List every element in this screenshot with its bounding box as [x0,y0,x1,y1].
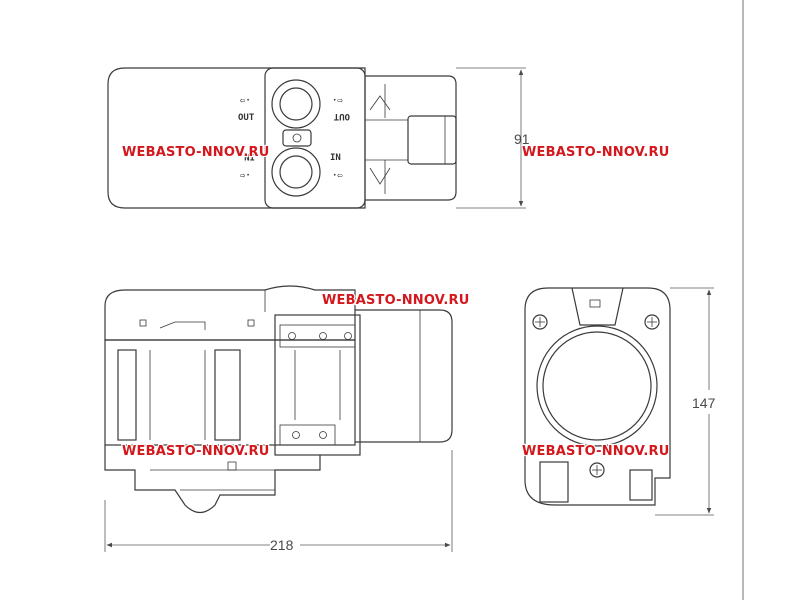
front-end-cylinder [355,309,453,443]
screw-icon [532,314,548,330]
port-clamp [282,129,312,147]
side-mark [589,299,601,308]
front-base [104,445,321,514]
bracket-bolt [344,332,352,340]
front-view: 218 WEBASTO-NNOV.RU WEBASTO-NNOV.RU [104,285,470,553]
arrow-glyph: ⇨· [240,171,251,181]
watermark: WEBASTO-NNOV.RU [122,145,269,160]
front-bracket-plate [279,424,336,446]
in-port-inner [279,155,313,189]
watermark: WEBASTO-NNOV.RU [522,444,669,459]
side-foot [629,469,653,501]
arrow-glyph: ·⇨ [332,96,343,106]
dim-label-218: 218 [270,537,294,553]
in-label-left: IN [244,151,255,161]
top-view-port-housing [264,67,366,209]
bracket-bolt [288,332,296,340]
top-view-end-cap [407,115,457,165]
front-rib [117,349,137,441]
arrow-glyph: ·⇦ [332,171,343,181]
side-foot [539,461,569,503]
screw-icon-slot [592,465,602,475]
side-connector [571,287,624,326]
watermark: WEBASTO-NNOV.RU [122,444,269,459]
front-main-shell [104,339,356,446]
in-label-right: IN [330,153,341,163]
watermark: WEBASTO-NNOV.RU [522,145,669,160]
bracket-bolt [292,431,300,439]
out-label-right: OUT [333,111,350,121]
side-body [524,287,671,506]
screw-icon-slot [535,317,545,327]
out-port-inner [279,87,313,121]
out-label-left: OUT [238,113,255,123]
clamp-screw [292,133,302,143]
side-opening [536,325,658,447]
dim-label-91: 91 [514,131,530,147]
top-view-body [107,67,366,209]
bracket-bolt [319,332,327,340]
dim-label-147: 147 [692,395,716,411]
out-port [271,79,321,129]
front-mark [139,319,147,327]
arrow-glyph: ⇦· [239,96,251,106]
side-opening-inner [542,331,652,441]
screw-icon [644,314,660,330]
top-view-fin [369,167,391,185]
side-view: 147 WEBASTO-NNOV.RU [521,287,716,516]
front-rib [214,349,241,441]
screw-icon-slot [647,317,657,327]
bracket-bolt [319,431,327,439]
in-port [271,147,321,197]
front-upper-body [104,285,356,341]
front-bracket-plate [279,324,356,348]
screw-icon [589,462,605,478]
front-mark [247,319,255,327]
front-line [159,321,206,330]
front-mark [227,461,237,471]
top-view: OUT OUT IN IN ⇦· ·⇨ ⇨· ·⇦ 91 WEBASTO-NNO… [107,67,670,209]
watermark: WEBASTO-NNOV.RU [322,293,469,308]
front-bracket [274,314,361,456]
top-view-fin [369,95,391,111]
